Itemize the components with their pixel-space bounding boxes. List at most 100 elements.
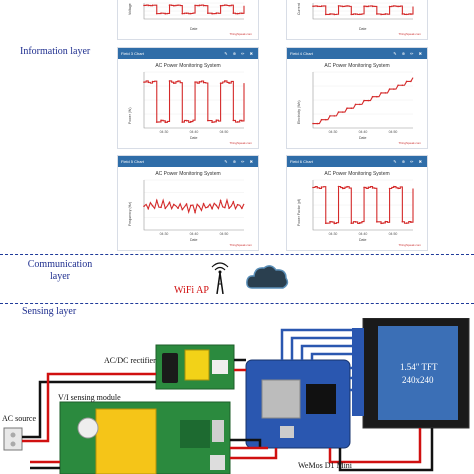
data-point: [241, 12, 243, 15]
data-point: [401, 13, 404, 15]
data-point: [168, 4, 171, 6]
panel-controls-icon[interactable]: ✎ ⊕ ✏ ✖: [224, 159, 255, 164]
data-point: [155, 12, 158, 15]
data-point: [388, 5, 391, 8]
chart-axis: [312, 180, 413, 231]
tick-label: 04:50: [220, 130, 229, 134]
data-point: [376, 221, 378, 223]
data-point: [316, 186, 319, 189]
chart-panel-header: Field 6 Chart✎ ⊕ ✏ ✖: [287, 156, 427, 167]
chart-axis: [143, 3, 244, 20]
data-point: [376, 95, 378, 98]
data-point: [185, 119, 188, 122]
data-point: [346, 185, 348, 188]
data-point: [393, 5, 395, 7]
data-point: [185, 203, 188, 205]
data-point: [397, 5, 399, 8]
data-point: [410, 13, 412, 15]
data-point: [312, 186, 314, 189]
data-point: [363, 5, 365, 7]
chart-plot: [312, 2, 414, 20]
data-point: [147, 4, 150, 7]
data-point: [190, 12, 192, 15]
information-layer-label: Information layer: [20, 46, 91, 57]
chart-credit[interactable]: ThingSpeak.com: [229, 141, 252, 145]
x-axis-label: Date: [359, 238, 367, 242]
chart-title: AC Power Monitoring System: [324, 63, 390, 69]
data-point: [194, 4, 196, 7]
data-point: [207, 206, 209, 208]
rectifier-label: AC/DC rectifier: [104, 356, 156, 365]
panel-controls-icon[interactable]: ✎ ⊕ ✏ ✖: [393, 51, 424, 56]
data-point: [397, 187, 399, 190]
chart-credit[interactable]: ThingSpeak.com: [398, 243, 421, 247]
data-point: [363, 99, 365, 102]
data-point: [219, 82, 222, 84]
data-point: [211, 12, 213, 15]
data-point: [333, 222, 336, 225]
chart-credit[interactable]: ThingSpeak.com: [229, 32, 252, 36]
tick-label: 04:50: [389, 130, 398, 134]
communication-layer-label: Communication layer: [27, 259, 93, 282]
y-axis-label: Voltage: [128, 3, 132, 15]
tick-label: 04:50: [389, 232, 398, 236]
data-point: [219, 199, 222, 202]
x-axis-label: Date: [359, 136, 367, 140]
data-point: [329, 115, 331, 117]
data-point: [333, 13, 336, 16]
data-point: [177, 4, 179, 6]
ac-source-terminal: [3, 427, 23, 451]
chart-credit[interactable]: ThingSpeak.com: [229, 243, 252, 247]
chart-title: AC Power Monitoring System: [155, 63, 221, 69]
chart-panel-p6: Field 6 Chart✎ ⊕ ✏ ✖AC Power Monitoring …: [286, 155, 428, 251]
data-point: [190, 120, 192, 123]
data-point: [410, 221, 412, 223]
data-point: [346, 5, 348, 7]
panel-controls-icon[interactable]: ✎ ⊕ ✏ ✖: [224, 51, 255, 56]
data-point: [384, 92, 387, 94]
data-point: [151, 4, 154, 7]
wemos-label: WeMos D1 Mini: [298, 461, 353, 470]
data-point: [177, 207, 179, 210]
chart-credit[interactable]: ThingSpeak.com: [398, 32, 421, 36]
data-point: [224, 80, 226, 82]
data-point: [337, 185, 340, 188]
cloud-icon: [246, 265, 289, 289]
y-axis-label: Power Factor (pf): [297, 198, 301, 226]
data-point: [172, 82, 175, 84]
data-point: [224, 4, 226, 6]
data-point: [151, 80, 154, 83]
tick-label: 04:40: [190, 232, 199, 236]
data-point: [405, 80, 408, 83]
chart-axis: [312, 72, 413, 129]
panel-controls-icon[interactable]: ✎ ⊕ ✏ ✖: [393, 159, 424, 164]
data-point: [329, 13, 331, 15]
x-axis-label: Date: [190, 238, 198, 242]
data-point: [367, 99, 370, 102]
data-point: [324, 118, 327, 121]
data-point: [181, 208, 184, 211]
tick-label: 04:40: [359, 130, 368, 134]
series-line: [144, 80, 245, 123]
data-point: [181, 121, 184, 123]
data-point: [380, 13, 382, 16]
data-point: [333, 115, 336, 117]
data-point: [236, 203, 239, 206]
data-point: [388, 88, 391, 90]
data-point: [147, 207, 150, 210]
data-point: [405, 13, 408, 16]
data-point: [350, 13, 353, 16]
y-axis-label: Power (W): [128, 107, 132, 124]
divider-info-comm: [0, 254, 474, 255]
data-point: [164, 121, 167, 124]
data-point: [320, 5, 323, 7]
chart-plot: [143, 2, 245, 20]
chart-title: AC Power Monitoring System: [155, 171, 221, 177]
chart-axis: [312, 3, 413, 20]
data-point: [232, 201, 235, 203]
chart-credit[interactable]: ThingSpeak.com: [398, 141, 421, 145]
